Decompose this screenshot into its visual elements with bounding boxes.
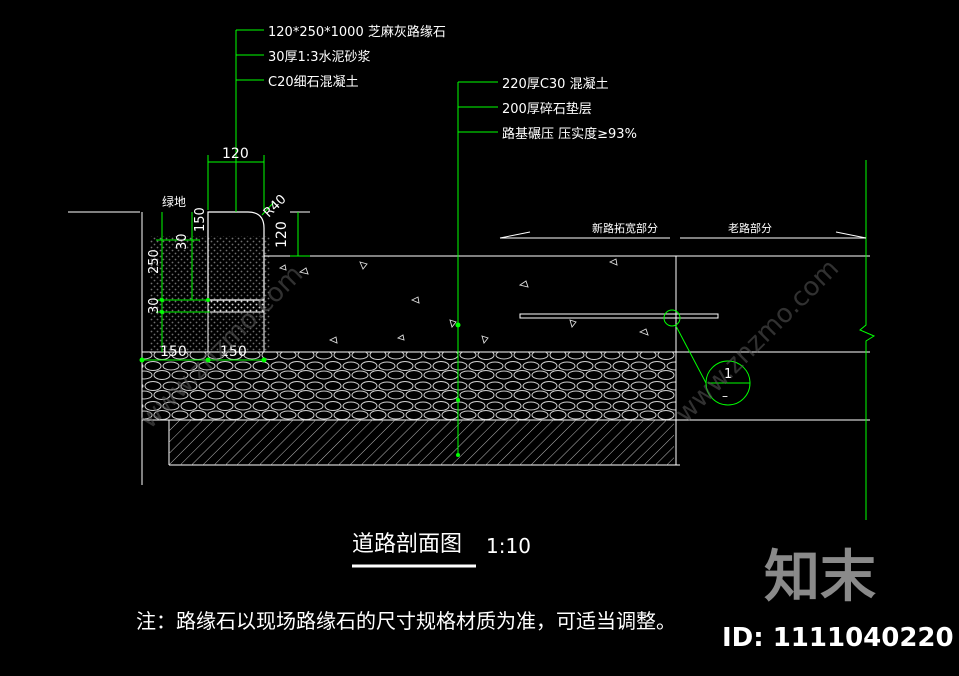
label-old-road: 老路部分 [728, 221, 772, 235]
dim-30-lower: 30 [147, 297, 162, 314]
dim-top-width: 120 [222, 146, 249, 162]
label-green-space: 绿地 [162, 194, 186, 209]
c20-foundation [150, 236, 270, 352]
dowel-bar [519, 313, 719, 319]
detail-number-top: 1 [724, 367, 732, 382]
callout-mortar: 30厚1:3水泥砂浆 [268, 50, 370, 65]
dim-150-vertical: 150 [193, 207, 208, 232]
dim-curb-exposed: 120 [274, 221, 290, 248]
detail-number-bottom: – [722, 389, 728, 403]
watermark-brand: 知末 [764, 545, 876, 610]
dim-bottom-150b: 150 [220, 344, 247, 360]
gravel-layer [142, 352, 676, 420]
watermark-site-right: www.znzmo.com [670, 253, 845, 428]
callout-gravel: 200厚碎石垫层 [502, 101, 592, 117]
callout-subgrade: 路基碾压 压实度≥93% [502, 126, 637, 142]
dim-30-upper: 30 [175, 233, 190, 250]
callout-c30: 220厚C30 混凝土 [502, 76, 609, 92]
drawing-title: 道路剖面图 [352, 532, 462, 557]
watermark-id: ID: 1111040220 [722, 623, 954, 653]
subgrade-hatch [169, 420, 674, 465]
callout-c20: C20细石混凝土 [268, 74, 359, 90]
dimension-lines [142, 29, 751, 455]
road-zone-arrows [499, 231, 867, 239]
dimension-ticks [139, 298, 461, 457]
aggregate-marks [278, 258, 649, 344]
break-line [859, 160, 876, 520]
dim-250: 250 [147, 249, 162, 274]
label-new-road: 新路拓宽部分 [592, 221, 658, 235]
drawing-scale: 1:10 [486, 534, 531, 558]
dim-radius: R40 [261, 192, 290, 221]
footnote: 注：路缘石以现场路缘石的尺寸规格材质为准，可适当调整。 [136, 609, 676, 633]
road-concrete [263, 255, 870, 260]
curb-stone [207, 211, 265, 301]
dim-bottom-150a: 150 [160, 344, 187, 360]
callout-curb-spec: 120*250*1000 芝麻灰路缘石 [268, 24, 446, 40]
